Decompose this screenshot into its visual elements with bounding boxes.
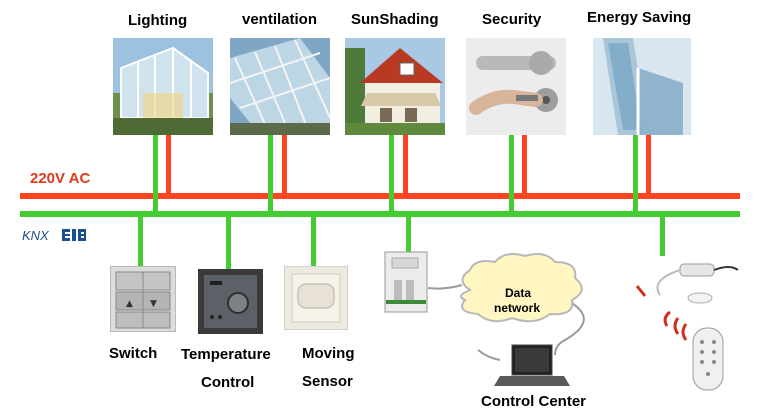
laptop-icon	[494, 344, 570, 386]
ventilation-photo	[230, 38, 330, 135]
security-photo	[466, 38, 566, 135]
sunshading-photo	[345, 38, 445, 135]
bottom-device-wires	[138, 214, 665, 269]
power-bus-label: 220V AC	[30, 170, 91, 187]
label-control-center: Control Center	[481, 393, 586, 410]
label-sunshading: SunShading	[351, 11, 439, 28]
cloud-label-data: Data	[505, 286, 532, 300]
ip-router-device	[384, 251, 428, 313]
motion-sensor-device	[284, 266, 348, 330]
label-switch: Switch	[109, 345, 158, 362]
label-moving-line2: Sensor	[302, 373, 353, 390]
switch-device: ▲ ▼	[110, 266, 176, 332]
energy-saving-photo	[593, 38, 691, 135]
label-temperature-line1: Temperature	[181, 346, 271, 363]
label-security: Security	[482, 11, 542, 28]
knx-bus-line	[20, 211, 740, 217]
power-line	[20, 193, 740, 199]
label-lighting: Lighting	[128, 12, 188, 29]
label-energy-saving: Energy Saving	[587, 9, 692, 26]
svg-text:▼: ▼	[150, 299, 157, 309]
thermostat-device	[198, 269, 263, 334]
lighting-photo	[113, 38, 213, 135]
cloud-label-network: network	[494, 301, 541, 315]
knx-logo: KNX	[22, 226, 96, 249]
label-moving-line1: Moving	[302, 345, 355, 362]
wireless-signal-icon	[663, 310, 688, 341]
top-device-wires	[153, 135, 651, 214]
svg-text:KNX: KNX	[22, 228, 50, 243]
remote-control	[692, 327, 724, 391]
wireless-receiver	[635, 263, 739, 304]
label-temperature-line2: Control	[201, 374, 255, 391]
svg-text:▲: ▲	[126, 299, 133, 309]
data-network-cloud	[460, 253, 583, 323]
label-ventilation: ventilation	[242, 11, 318, 28]
